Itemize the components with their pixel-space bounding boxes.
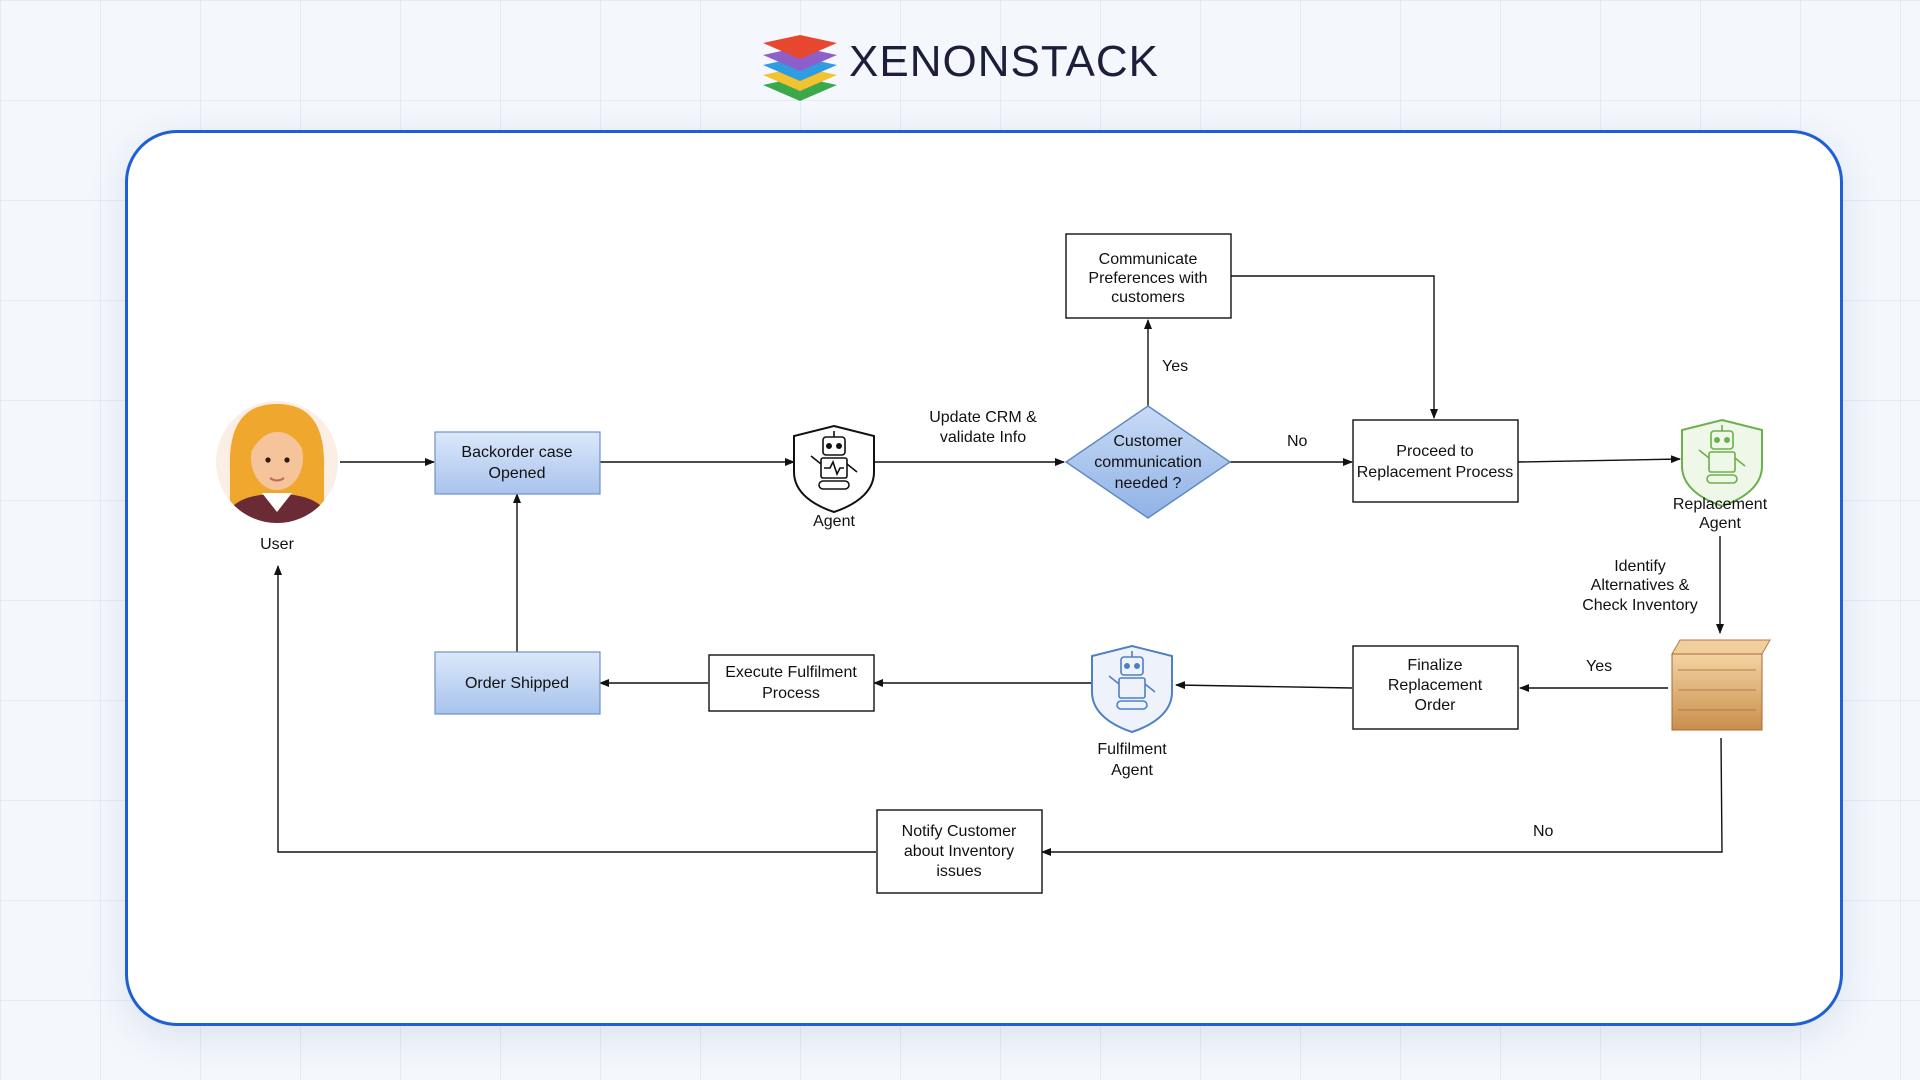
notify-node: Notify Customer about Inventory issues [876,809,1043,894]
backorder-line1: Backorder case [461,444,572,461]
agent-shield-icon [793,424,875,514]
fulfilment-line1: Fulfilment [1097,741,1167,758]
logo-icon [763,35,838,101]
user-label: User [260,536,294,553]
finalize-node: Finalize Replacement Order [1352,645,1519,730]
agent-label: Agent [813,513,855,530]
backorder-line2: Opened [489,465,546,482]
fulfilment-shield-icon [1091,644,1173,734]
robot-icon [1108,651,1156,710]
communicate-node: Communicate Preferences with customers [1065,233,1232,319]
proceed-line2: Replacement Process [1357,464,1514,481]
edge-communicate-proceed [1230,275,1438,419]
notify-line3: issues [936,863,981,880]
edge-proceed-replacement-agent [1517,455,1681,464]
robot-icon [1698,425,1746,484]
replacement-line1: Replacement [1673,496,1768,513]
brand-name: XENONSTACK [849,37,1159,86]
edges [274,275,1724,856]
edge-notify-user [274,565,876,853]
communicate-line2: Preferences with [1088,270,1207,287]
notify-line2: about Inventory [904,843,1014,860]
edge-label-update-crm-2: validate Info [940,429,1026,446]
proceed-node: Proceed to Replacement Process [1352,419,1519,503]
notify-line1: Notify Customer [902,823,1017,840]
agent-node: Agent [793,424,875,530]
edge-label-no-bottom: No [1533,823,1554,840]
edge-finalize-fulfilment-agent [1175,681,1353,690]
fulfilment-agent-node: Fulfilment Agent [1091,644,1173,779]
replacement-agent-node: Replacement Agent [1673,418,1768,532]
decision-node: Customer communication needed ? [1064,405,1232,519]
brand-logo: XENONSTACK [761,21,1159,103]
communicate-line1: Communicate [1099,251,1198,268]
edge-label-no-right: No [1287,433,1308,450]
communicate-line3: customers [1111,289,1185,306]
replacement-shield-icon [1681,418,1763,508]
decision-line1: Customer [1113,433,1183,450]
robot-icon [810,431,858,490]
edge-label-update-crm-1: Update CRM & [929,409,1037,426]
execute-node: Execute Fulfilment Process [708,654,875,712]
finalize-line2: Replacement [1388,677,1483,694]
finalize-line1: Finalize [1407,657,1462,674]
fulfilment-line2: Agent [1111,762,1153,779]
execute-line1: Execute Fulfilment [725,664,857,681]
finalize-line3: Order [1415,697,1457,714]
box-icon [1671,639,1772,731]
proceed-line1: Proceed to [1396,443,1473,460]
shipped-node: Order Shipped [434,651,601,715]
execute-line2: Process [762,685,820,702]
edge-inventory-notify [1041,737,1723,856]
header: XENONSTACK [0,0,1920,120]
backorder-node: Backorder case Opened [434,431,601,495]
decision-line2: communication [1094,454,1202,471]
user-node: User [216,401,338,553]
edge-labels: Update CRM & validate Info Yes No Identi… [929,358,1698,840]
edge-label-identify-3: Check Inventory [1582,597,1698,614]
replacement-line2: Agent [1699,515,1741,532]
edge-label-identify-1: Identify [1614,558,1666,575]
shipped-label: Order Shipped [465,675,569,692]
edge-label-identify-2: Alternatives & [1591,577,1690,594]
edge-label-yes-top: Yes [1162,358,1188,375]
edge-label-yes-bottom: Yes [1586,658,1612,675]
decision-line3: needed ? [1115,475,1182,492]
